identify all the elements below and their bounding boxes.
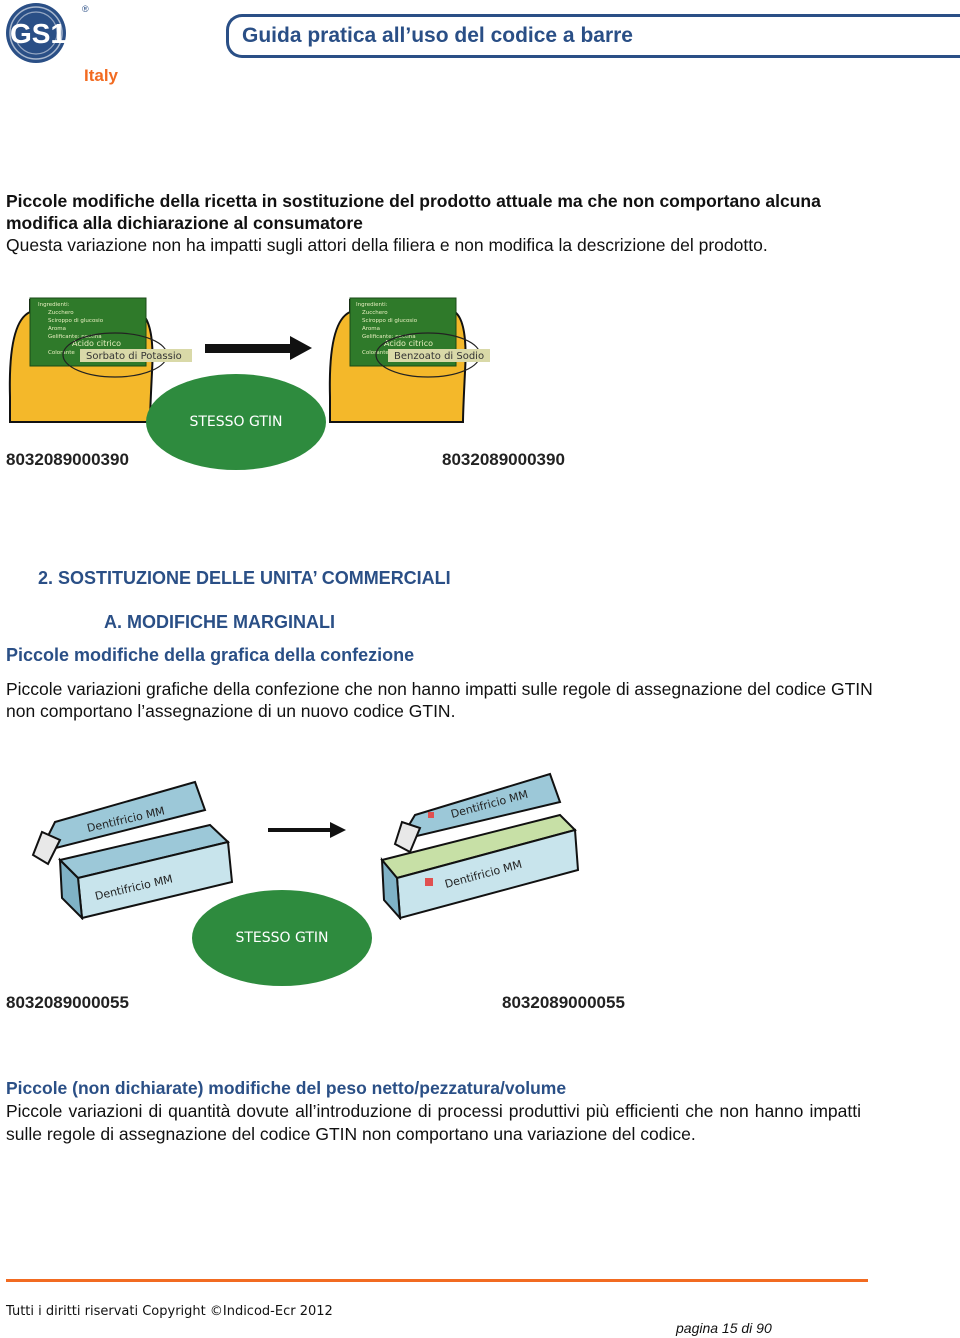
svg-text:Gelificante: pectina: Gelificante: pectina — [48, 334, 102, 340]
gtin-right: 8032089000390 — [442, 450, 565, 469]
svg-text:Gelificante: pectina: Gelificante: pectina — [362, 334, 416, 340]
same-gtin-badge: STESSO GTIN — [146, 374, 326, 470]
left-highlight-text: Sorbato di Potassio — [86, 351, 182, 362]
gtin-right-2: 8032089000055 — [502, 993, 625, 1012]
jar-illustration: Ingredienti: Zucchero Sciroppo di glucos… — [8, 297, 490, 423]
page-number: pagina 15 di 90 — [676, 1320, 772, 1336]
jar-left: Ingredienti: Zucchero Sciroppo di glucos… — [8, 297, 192, 423]
gtin-left-2: 8032089000055 — [6, 993, 129, 1012]
svg-text:Colorante: Colorante — [48, 350, 75, 356]
header-frame — [226, 14, 960, 58]
section1-description: Questa variazione non ha impatti sugli a… — [6, 235, 768, 255]
gs1-logo: GS1 ® — [4, 0, 100, 70]
arrow-right-icon — [268, 822, 346, 838]
svg-text:®: ® — [82, 4, 89, 14]
svg-text:Acido citrico: Acido citrico — [384, 339, 433, 348]
footer-divider — [6, 1279, 868, 1282]
svg-text:Sciroppo di glucosio: Sciroppo di glucosio — [48, 318, 104, 324]
section2-heading: 2. SOSTITUZIONE DELLE UNITA’ COMMERCIALI — [38, 568, 451, 588]
sectionA-description: Piccole variazioni grafiche della confez… — [6, 679, 873, 721]
arrow-right-icon — [205, 336, 312, 360]
svg-text:Zucchero: Zucchero — [362, 310, 388, 316]
section3-description: Piccole variazioni di quantità dovute al… — [6, 1101, 861, 1144]
sectionA-heading: A. MODIFICHE MARGINALI — [104, 612, 335, 632]
section1-title: Piccole modifiche della ricetta in sosti… — [6, 191, 821, 233]
toothpaste-left: Dentifricio MM Dentifricio MM — [31, 780, 234, 920]
svg-text:Zucchero: Zucchero — [48, 310, 74, 316]
jar-right: Ingredienti: Zucchero Sciroppo di glucos… — [328, 297, 490, 423]
svg-text:Ingredienti:: Ingredienti: — [38, 302, 70, 308]
toothpaste-right: Dentifricio MM Dentifricio MM — [380, 772, 580, 920]
svg-text:Sciroppo di glucosio: Sciroppo di glucosio — [362, 318, 418, 324]
same-gtin-badge-2: STESSO GTIN — [192, 890, 372, 986]
svg-text:Aroma: Aroma — [362, 326, 380, 332]
country-label: Italy — [84, 66, 119, 85]
svg-text:Aroma: Aroma — [48, 326, 66, 332]
footer-copyright: Tutti i diritti riservati Copyright ©Ind… — [6, 1304, 333, 1319]
document-title: Guida pratica all’uso del codice a barre — [242, 24, 633, 47]
svg-text:GS1: GS1 — [10, 18, 66, 49]
gtin-left: 8032089000390 — [6, 450, 129, 469]
svg-text:Ingredienti:: Ingredienti: — [356, 302, 388, 308]
right-highlight-text: Benzoato di Sodio — [394, 351, 484, 362]
section3-title: Piccole (non dichiarate) modifiche del p… — [6, 1078, 567, 1098]
svg-text:Acido citrico: Acido citrico — [72, 339, 121, 348]
sectionA-subtitle: Piccole modifiche della grafica della co… — [6, 645, 415, 665]
toothpaste-illustration: Dentifricio MM Dentifricio MM Dentifrici… — [31, 772, 580, 920]
